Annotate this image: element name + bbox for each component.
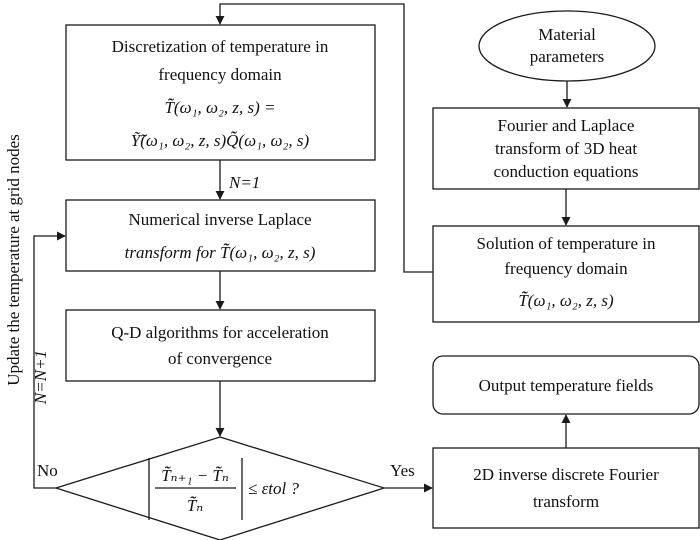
edge-solution-to-discretization	[215, 3, 433, 273]
solution-line-1: Solution of temperature in	[477, 234, 656, 253]
label-n-increment: N=N+1	[31, 350, 50, 405]
discretization-equation-1: T̃̃̃(ω₁, ω₂, z, s) =	[164, 98, 275, 117]
inverse-laplace-line-2: transform for T̃̃̃(ω₁, ω₂, z, s)	[125, 243, 316, 262]
decision-numerator: T̃̃̃ₙ₊₁ − T̃̃̃ₙ	[161, 466, 229, 485]
label-yes: Yes	[390, 461, 415, 480]
discretization-box	[65, 24, 376, 161]
fourier-laplace-box	[432, 107, 700, 190]
fourier-laplace-line-1: Fourier and Laplace	[498, 116, 635, 135]
qd-line-1: Q-D algorithms for acceleration	[111, 323, 329, 342]
inverse-fourier-box	[432, 447, 700, 529]
decision-denominator: T̃̃̃ₙ	[187, 496, 203, 515]
material-line-2: parameters	[530, 47, 605, 66]
inverse-fourier-line-2: transform	[533, 492, 599, 511]
fourier-laplace-line-3: conduction equations	[494, 162, 639, 181]
solution-box	[432, 225, 700, 323]
output-label: Output temperature fields	[479, 376, 654, 395]
material-parameters-node	[478, 10, 656, 82]
inverse-fourier-line-1: 2D inverse discrete Fourier	[473, 465, 659, 484]
discretization-line-1: Discretization of temperature in	[112, 37, 329, 56]
discretization-equation-2: Ỹ̃̃(ω₁, ω₂, z, s)Q̃̃̃(ω₁, ω₂, s)	[131, 131, 310, 150]
edge-no-loop	[33, 231, 66, 489]
inverse-laplace-line-1: Numerical inverse Laplace	[128, 210, 311, 229]
label-n-equals-1: N=1	[228, 173, 260, 192]
decision-threshold: ≤ εtol ?	[248, 479, 299, 498]
qd-algorithm-box	[65, 309, 376, 382]
label-no: No	[37, 461, 58, 480]
qd-line-2: of convergence	[168, 349, 272, 368]
solution-equation: T̃̃̃(ω₁, ω₂, z, s)	[518, 291, 614, 310]
solution-line-2: frequency domain	[504, 259, 628, 278]
label-update-loop: Update the temperature at grid nodes	[4, 134, 23, 386]
material-line-1: Material	[538, 25, 596, 44]
fourier-laplace-line-2: transform of 3D heat	[495, 139, 637, 158]
discretization-line-2: frequency domain	[158, 65, 282, 84]
inverse-laplace-box	[65, 199, 376, 272]
output-box	[432, 355, 700, 415]
